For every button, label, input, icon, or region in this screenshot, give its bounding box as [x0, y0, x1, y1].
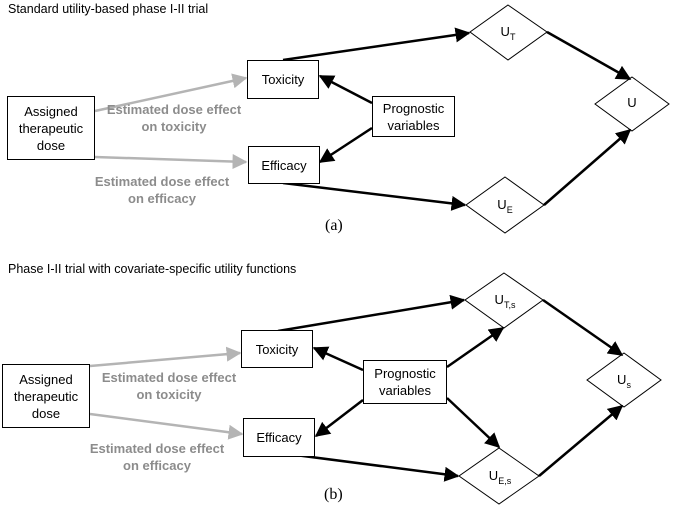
arrow-ue-to-u-a: [543, 129, 632, 206]
prognostic-box-b: Prognostic variables: [363, 360, 447, 404]
arrow-prognostic-to-toxicity-a: [318, 74, 373, 105]
arrow-ues-to-us-b: [538, 405, 624, 477]
ue-label-a: UE: [497, 197, 513, 215]
diamond-ue-a: [465, 176, 545, 234]
dose-eff-line1: Estimated dose effect: [89, 441, 225, 456]
prognostic-line2: variables: [387, 117, 440, 133]
u-label-b: Us: [617, 372, 631, 390]
arrow-prognostic-to-efficacy-a: [318, 126, 373, 164]
dose-box-a: Assigned therapeutic dose: [7, 96, 95, 160]
dose-tox-line2: on toxicity: [136, 387, 202, 402]
dose-tox-line1: Estimated dose effect: [106, 102, 242, 117]
arrow-dose-to-efficacy-b: [89, 412, 244, 440]
dose-eff-label-b: Estimated dose effect on efficacy: [82, 440, 232, 474]
dose-line3: dose: [36, 137, 66, 153]
dose-eff-line1: Estimated dose effect: [94, 174, 230, 189]
diamond-u-a: [594, 76, 670, 132]
dose-tox-line2: on toxicity: [141, 119, 207, 134]
prognostic-line1: Prognostic: [382, 100, 445, 116]
dose-line3: dose: [31, 405, 61, 421]
prognostic-line2: variables: [378, 383, 431, 398]
arrow-dose-to-efficacy-a: [94, 154, 248, 170]
dose-line1: Assigned: [24, 103, 78, 119]
arrow-efficacy-to-ue-a: [282, 181, 467, 211]
u-label-a: U: [627, 95, 637, 111]
arrow-ut-to-u-a: [546, 30, 632, 81]
ut-label-a: UT: [500, 24, 516, 42]
efficacy-box-b: Efficacy: [243, 418, 315, 457]
efficacy-label: Efficacy: [256, 430, 302, 445]
ut-label-b: UT,s: [494, 292, 516, 310]
arrow-prognostic-to-ues-b: [446, 397, 501, 449]
dose-line2: therapeutic: [13, 388, 79, 404]
panel-b-heading: Phase I-II trial with covariate-specific…: [8, 262, 297, 276]
ue-label-b: UE,s: [488, 468, 512, 486]
diamond-u-b: [586, 352, 662, 408]
efficacy-label: Efficacy: [261, 157, 307, 173]
dose-eff-label-a: Estimated dose effect on efficacy: [88, 173, 236, 207]
toxicity-box-b: Toxicity: [241, 330, 313, 368]
arrow-dose-to-toxicity-b: [89, 346, 242, 368]
panel-a-heading: Standard utility-based phase I-II trial: [8, 2, 209, 16]
prognostic-line1: Prognostic: [374, 366, 436, 381]
dose-tox-label-a: Estimated dose effect on toxicity: [100, 101, 248, 135]
dose-tox-line1: Estimated dose effect: [101, 370, 237, 385]
toxicity-label: Toxicity: [255, 341, 299, 357]
arrow-prognostic-to-efficacy-b: [314, 399, 364, 437]
caption-b: (b): [324, 486, 343, 503]
toxicity-box-a: Toxicity: [247, 60, 319, 99]
dose-box-b: Assigned therapeutic dose: [2, 364, 90, 428]
arrow-uts-to-us-b: [542, 298, 624, 357]
efficacy-box-a: Efficacy: [248, 146, 320, 184]
dose-line2: therapeutic: [18, 120, 84, 136]
arrow-prognostic-to-toxicity-b: [312, 346, 364, 372]
arrow-toxicity-to-ut-a: [282, 27, 471, 62]
caption-a: (a): [325, 217, 343, 234]
arrow-toxicity-to-uts-b: [277, 294, 466, 333]
dose-eff-line2: on efficacy: [128, 191, 196, 206]
dose-tox-label-b: Estimated dose effect on toxicity: [94, 369, 244, 403]
toxicity-label: Toxicity: [261, 72, 305, 87]
arrow-prognostic-to-uts-b: [446, 326, 505, 369]
diamond-ut-a: [469, 4, 548, 61]
prognostic-box-a: Prognostic variables: [372, 96, 455, 137]
dose-line1: Assigned: [19, 371, 73, 387]
arrow-dose-to-toxicity-a: [94, 73, 248, 113]
dose-eff-line2: on efficacy: [123, 458, 191, 473]
diamond-ue-b: [458, 447, 540, 505]
